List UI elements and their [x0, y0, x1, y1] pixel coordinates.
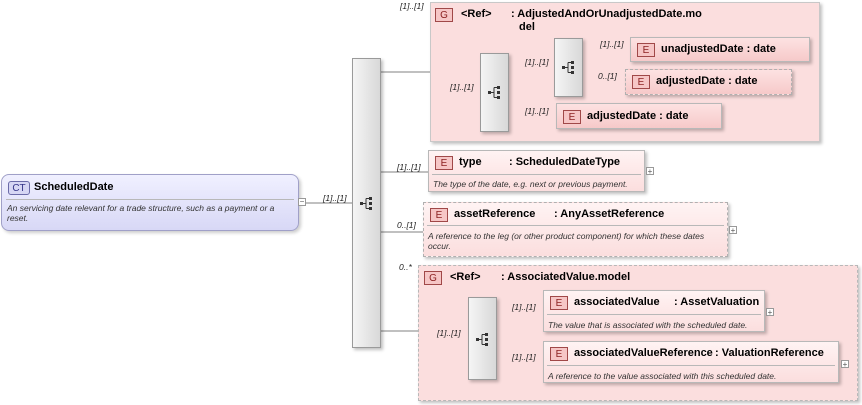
- element-type: : AssetValuation: [674, 296, 760, 308]
- element-badge: E: [435, 156, 453, 170]
- separator: [432, 174, 641, 175]
- complex-type-doc: An servicing date relevant for a trade s…: [7, 203, 275, 223]
- complex-type-name: ScheduledDate: [34, 181, 114, 193]
- separator: [6, 199, 294, 200]
- unadjusted-date-element[interactable]: E unadjustedDate : date: [630, 37, 810, 62]
- adjusted-optional-cardinality: 0..[1]: [598, 71, 617, 81]
- group-name-line2: del: [519, 21, 535, 33]
- element-badge: E: [430, 208, 448, 222]
- expand-icon[interactable]: +: [646, 167, 654, 176]
- seq2-cardinality: [1]..[1]: [437, 328, 461, 338]
- seq-cardinality: [1]..[1]: [525, 57, 549, 67]
- asset-cardinality: 0..[1]: [397, 220, 416, 230]
- element-doc: The type of the date, e.g. next or previ…: [433, 179, 628, 189]
- group2-cardinality: 0..*: [399, 262, 412, 272]
- element-name: associatedValueReference: [574, 347, 713, 359]
- group-ref-label: <Ref>: [461, 8, 492, 20]
- asset-reference-element[interactable]: E assetReference : AnyAssetReference A r…: [423, 202, 728, 257]
- element-type: : ScheduledDateType: [509, 156, 621, 168]
- element-name: unadjustedDate : date: [661, 43, 776, 55]
- sequence-icon: [476, 333, 488, 346]
- associated-value-reference-element[interactable]: E associatedValueReference : ValuationRe…: [543, 341, 839, 383]
- group1-cardinality: [1]..[1]: [400, 1, 424, 11]
- group-ref-label: <Ref>: [450, 271, 481, 283]
- choice-compositor[interactable]: [480, 53, 509, 132]
- adjusted-date-element[interactable]: E adjustedDate : date: [556, 103, 722, 129]
- unadjusted-cardinality: [1]..[1]: [600, 39, 624, 49]
- element-name: adjustedDate : date: [587, 110, 689, 122]
- element-badge: E: [550, 347, 568, 361]
- element-type: : AnyAssetReference: [554, 208, 665, 220]
- element-doc: A reference to the value associated with…: [548, 371, 777, 381]
- element-badge: E: [632, 75, 650, 89]
- element-name: type: [459, 156, 482, 168]
- element-badge: E: [563, 110, 581, 124]
- assoc-ref-cardinality: [1]..[1]: [512, 352, 536, 362]
- sequence-icon: [488, 86, 500, 99]
- scheduled-date-complex-type[interactable]: CT ScheduledDate An servicing date relev…: [1, 174, 299, 231]
- element-name: assetReference: [454, 208, 536, 220]
- adjusted-date-optional-element[interactable]: E adjustedDate : date: [625, 69, 792, 95]
- expand-icon[interactable]: +: [766, 308, 774, 317]
- sequence-icon: [562, 61, 574, 74]
- adjusted-cardinality: [1]..[1]: [525, 106, 549, 116]
- sequence2-compositor[interactable]: [468, 297, 497, 380]
- sequence-icon: [360, 197, 372, 210]
- root-cardinality: [1]..[1]: [323, 193, 347, 203]
- element-badge: E: [637, 43, 655, 57]
- assoc-value-cardinality: [1]..[1]: [512, 302, 536, 312]
- group-badge: G: [435, 8, 453, 22]
- type-cardinality: [1]..[1]: [397, 162, 421, 172]
- group-name-line1: : AdjustedAndOrUnadjustedDate.mo: [511, 8, 702, 20]
- expand-icon[interactable]: +: [841, 360, 849, 369]
- separator: [547, 314, 761, 315]
- element-badge: E: [550, 296, 568, 310]
- separator: [547, 365, 835, 366]
- group-name: : AssociatedValue.model: [501, 271, 631, 283]
- type-element[interactable]: E type : ScheduledDateType The type of t…: [428, 150, 645, 192]
- element-doc: A reference to the leg (or other product…: [428, 231, 705, 251]
- main-sequence-compositor[interactable]: [352, 58, 381, 348]
- separator: [427, 225, 724, 226]
- element-name: adjustedDate : date: [656, 75, 758, 87]
- element-type: : ValuationReference: [715, 347, 824, 359]
- element-doc: The value that is associated with the sc…: [548, 320, 748, 330]
- collapse-icon[interactable]: −: [298, 197, 306, 206]
- expand-icon[interactable]: +: [729, 226, 737, 235]
- element-name: associatedValue: [574, 296, 660, 308]
- inner-sequence-compositor[interactable]: [554, 38, 583, 97]
- associated-value-element[interactable]: E associatedValue : AssetValuation The v…: [543, 290, 765, 332]
- group-badge: G: [424, 271, 442, 285]
- choice-cardinality: [1]..[1]: [450, 82, 474, 92]
- complex-type-badge: CT: [8, 181, 30, 195]
